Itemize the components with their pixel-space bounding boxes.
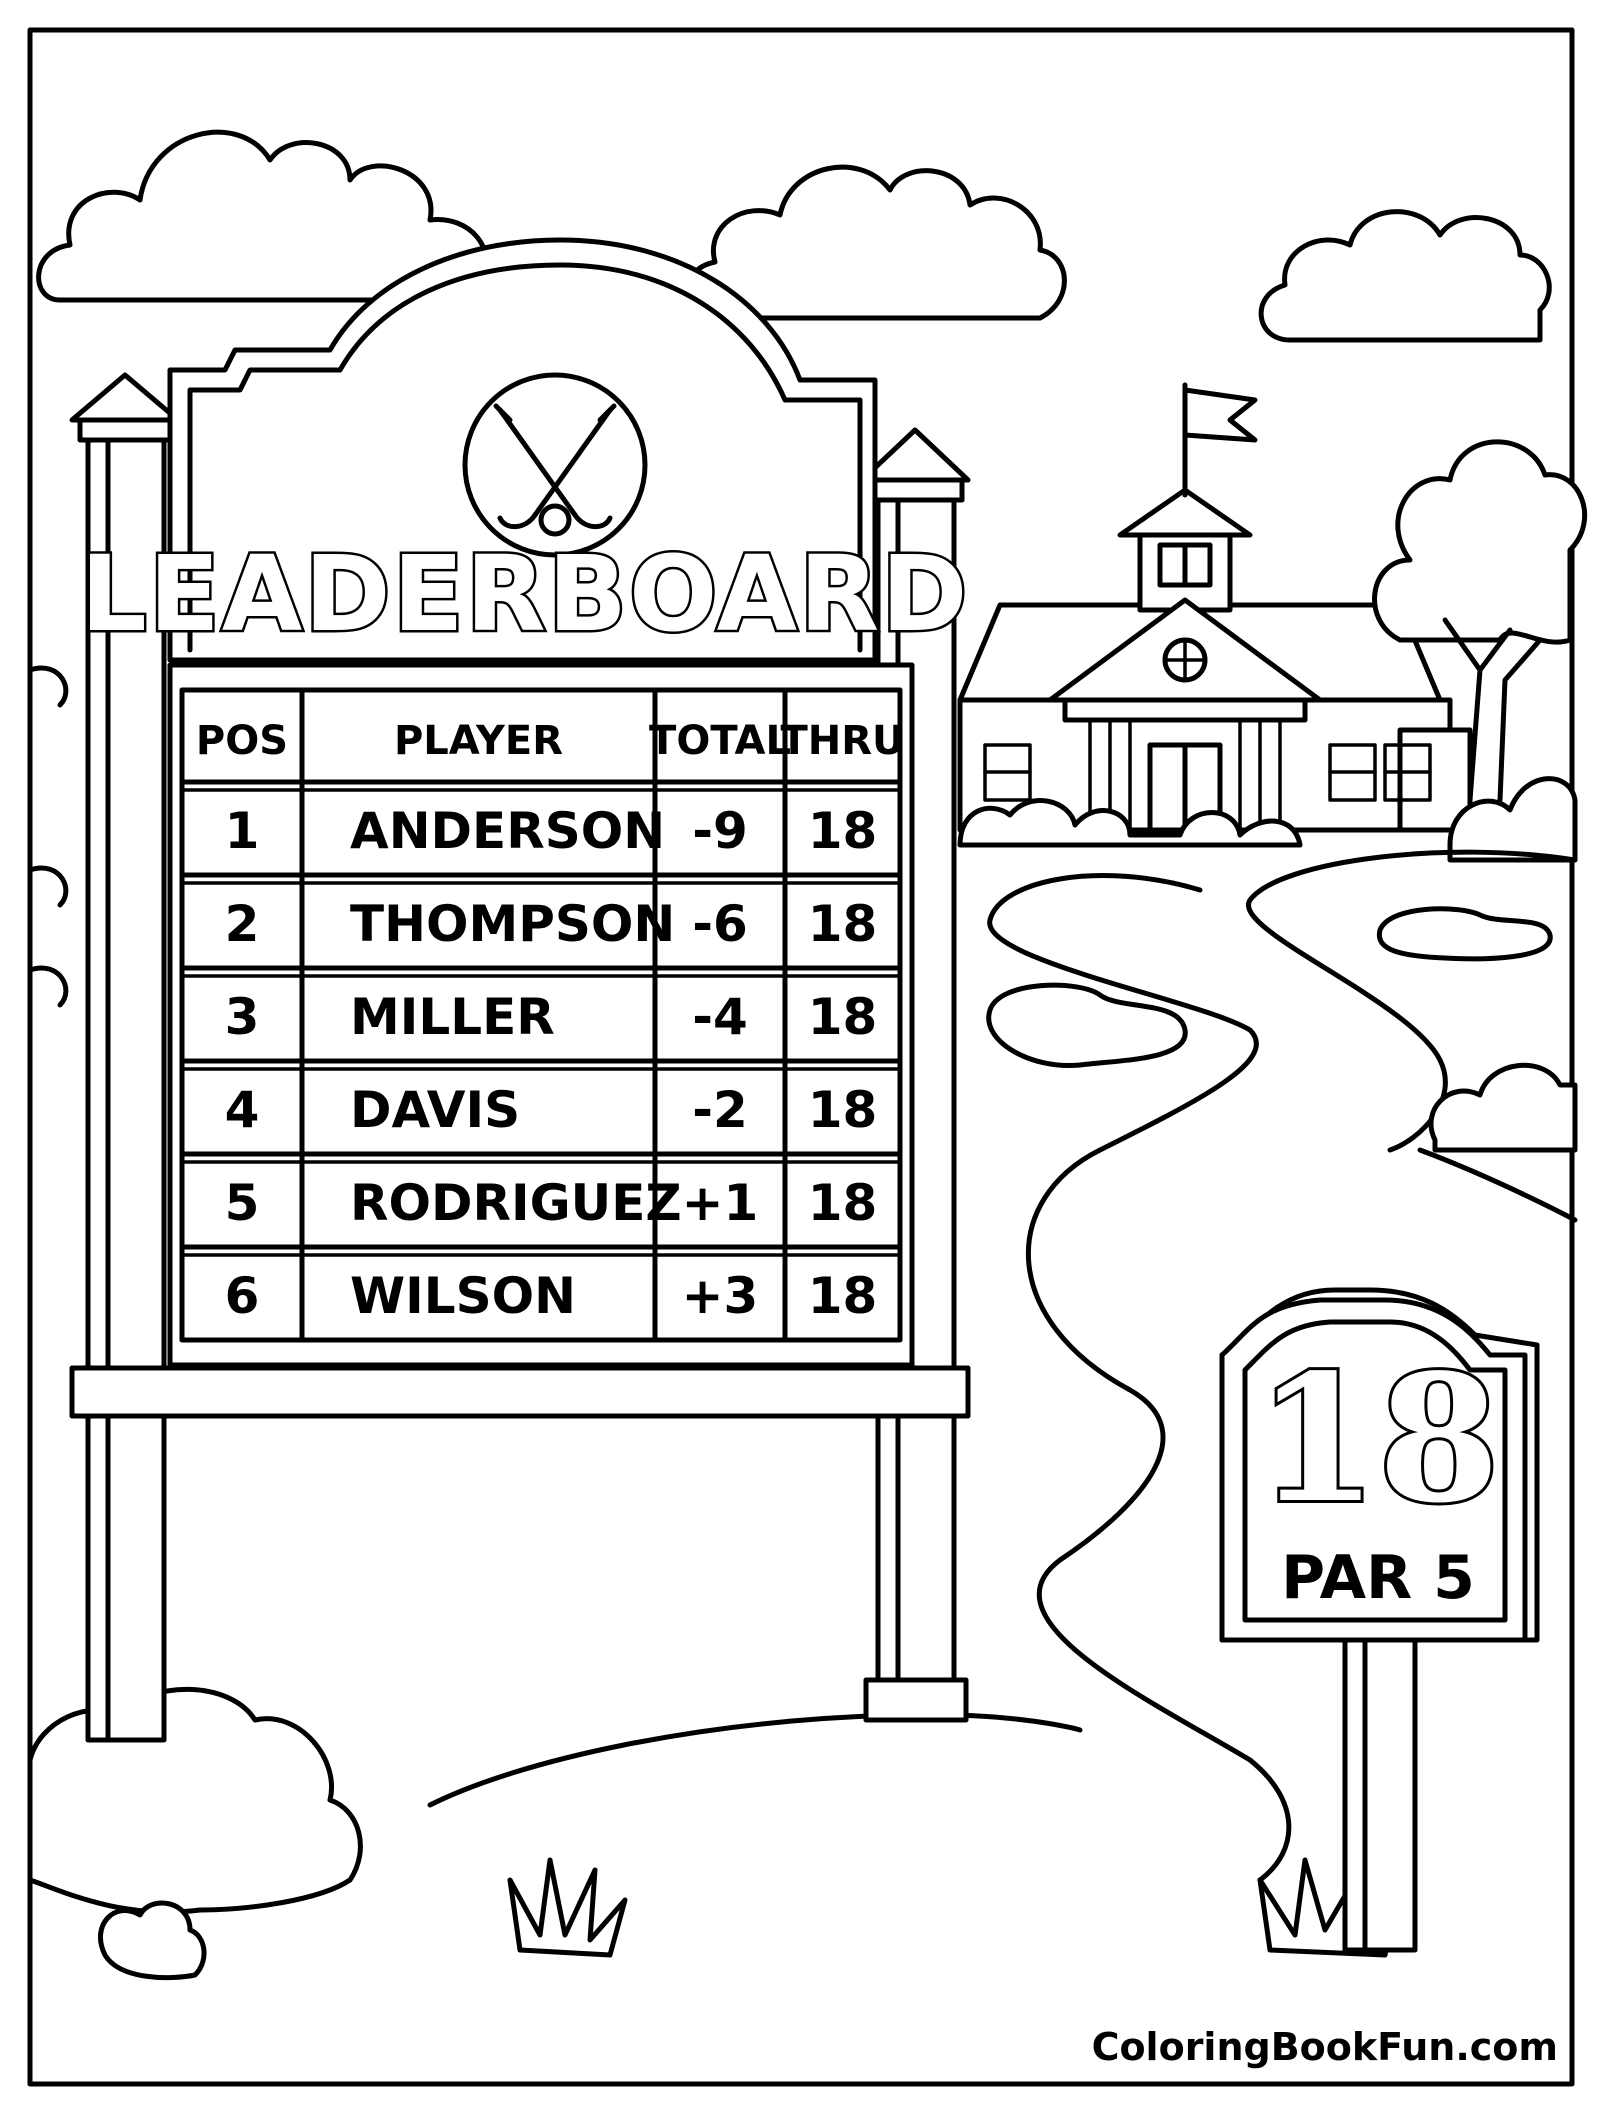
cell-total: -4 bbox=[692, 988, 748, 1046]
leaderboard-crossbar bbox=[69, 1365, 971, 1419]
cell-thru: 18 bbox=[808, 988, 878, 1046]
cell-thru: 18 bbox=[808, 1081, 878, 1139]
leaderboard-left-post bbox=[69, 372, 181, 1743]
bush-left-edge bbox=[27, 665, 69, 1008]
golf-ball-icon bbox=[538, 503, 572, 537]
hole-par: PAR 5 bbox=[1281, 1543, 1475, 1613]
cell-total: +3 bbox=[682, 1267, 759, 1325]
cell-player: MILLER bbox=[350, 988, 555, 1046]
cell-total: +1 bbox=[682, 1174, 759, 1232]
cell-pos: 3 bbox=[225, 988, 260, 1046]
cloud-right bbox=[1258, 209, 1552, 343]
bush-right bbox=[1447, 776, 1578, 863]
cell-player: ANDERSON bbox=[350, 802, 665, 860]
hedge-row bbox=[957, 798, 1303, 848]
column-header-player: PLAYER bbox=[394, 718, 563, 764]
page-border bbox=[27, 27, 1575, 2087]
leaderboard-title: LEADERBOARD bbox=[80, 533, 969, 655]
cell-total: -6 bbox=[692, 895, 748, 953]
cell-pos: 6 bbox=[225, 1267, 260, 1325]
flag-icon bbox=[1182, 382, 1258, 498]
cloud-center bbox=[685, 164, 1067, 321]
hole-number: 18 bbox=[1256, 1337, 1500, 1542]
cell-pos: 5 bbox=[225, 1174, 260, 1232]
cell-player: WILSON bbox=[350, 1267, 576, 1325]
cell-thru: 18 bbox=[808, 895, 878, 953]
ground-mound bbox=[427, 1712, 1083, 1808]
cell-thru: 18 bbox=[808, 802, 878, 860]
column-header-total: TOTAL bbox=[649, 718, 791, 764]
sand-trap-1 bbox=[986, 982, 1188, 1069]
bush-right-mid bbox=[1428, 1062, 1578, 1153]
cell-player: RODRIGUEZ bbox=[350, 1174, 682, 1232]
table-grid bbox=[179, 687, 903, 1343]
footer-credit: ColoringBookFun.com bbox=[1092, 2025, 1558, 2069]
crossed-golf-clubs-icon bbox=[462, 372, 648, 558]
bush-small-left bbox=[97, 1900, 207, 1981]
cell-total: -9 bbox=[692, 802, 748, 860]
cell-thru: 18 bbox=[808, 1267, 878, 1325]
column-header-thru: THRU bbox=[780, 718, 904, 764]
bush-large-left bbox=[27, 1686, 363, 1915]
cell-thru: 18 bbox=[808, 1174, 878, 1232]
cell-pos: 2 bbox=[225, 895, 260, 953]
cell-pos: 1 bbox=[225, 802, 260, 860]
cell-total: -2 bbox=[692, 1081, 748, 1139]
clubhouse bbox=[957, 487, 1473, 833]
fairway-edge bbox=[1417, 1147, 1578, 1223]
column-header-pos: POS bbox=[196, 718, 288, 764]
sand-trap-2 bbox=[1376, 906, 1553, 962]
hole-sign bbox=[1219, 1287, 1540, 1953]
cell-player: DAVIS bbox=[350, 1081, 520, 1139]
cell-player: THOMPSON bbox=[350, 895, 675, 953]
grass-tuft-left bbox=[507, 1857, 628, 1958]
cell-pos: 4 bbox=[225, 1081, 260, 1139]
winding-path bbox=[987, 873, 1292, 1883]
tree bbox=[1372, 439, 1588, 803]
